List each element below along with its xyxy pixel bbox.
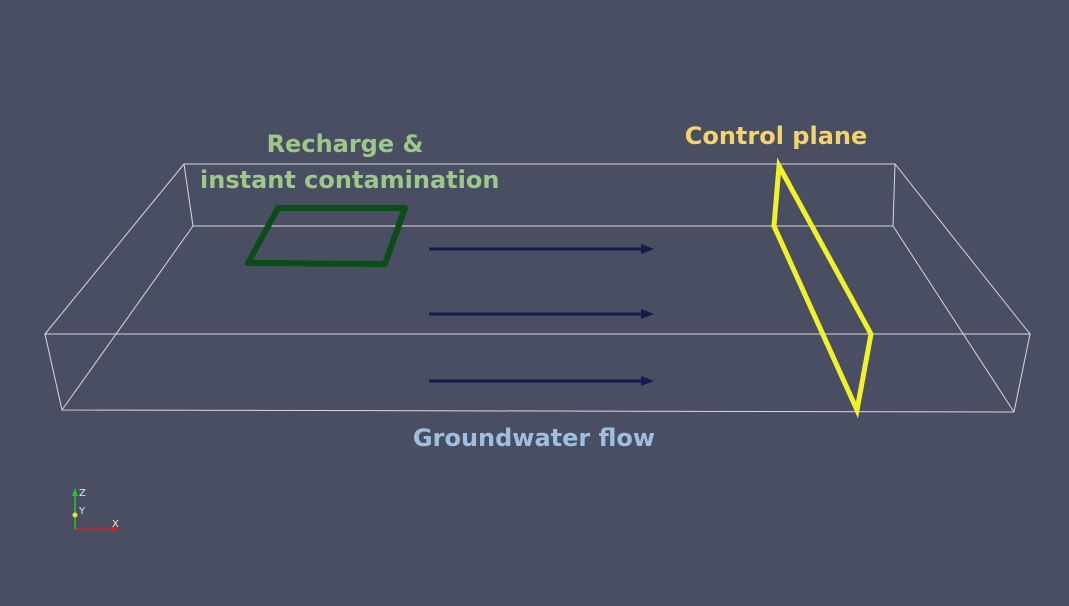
domain-bottom-right-edge (892, 225, 1015, 413)
flow-arrow (429, 309, 654, 319)
domain-back-right-edge (892, 163, 896, 227)
control-plane-label: Control plane (684, 122, 868, 150)
control-plane[interactable] (771, 157, 874, 419)
recharge-label-line2: instant contamination (200, 166, 500, 194)
axis-x-label: X (112, 519, 119, 530)
axis-y-dot-icon (72, 512, 78, 518)
recharge-label-line1: Recharge & (266, 130, 424, 158)
domain-bottom-left-edge (61, 225, 194, 411)
flow-arrow (429, 244, 654, 254)
flow-arrow (429, 376, 654, 386)
axis-z-label: Z (79, 488, 86, 499)
domain-back-left-edge (183, 163, 194, 227)
axis-x-arrow-icon (112, 526, 119, 532)
axis-y-label: Y (79, 506, 86, 517)
groundwater-flow-label: Groundwater flow (412, 424, 656, 452)
domain-front-face (44, 333, 1031, 413)
recharge-area[interactable] (245, 205, 408, 267)
flow-arrows (429, 244, 654, 386)
orientation-axes-widget (72, 488, 119, 532)
recharge-label: Recharge & instant contamination (200, 126, 500, 198)
axis-z-arrow-icon (72, 488, 78, 496)
domain-box (43, 163, 1032, 413)
